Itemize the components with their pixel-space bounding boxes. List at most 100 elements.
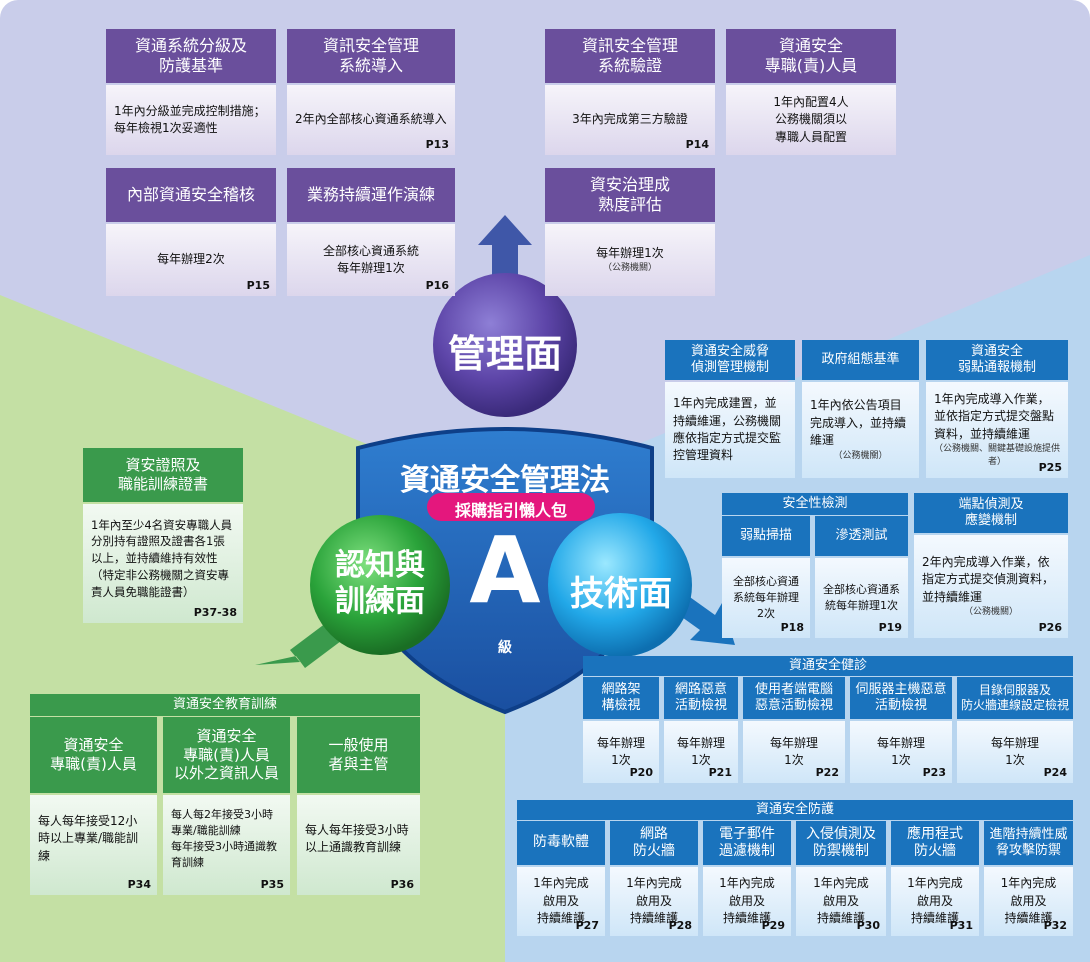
card-title: 資通安全威脅 偵測管理機制 xyxy=(665,340,795,380)
health-card-directory-firewall: 目錄伺服器及 防火牆連線設定檢視 每年辦理 1次 P24 xyxy=(957,677,1073,783)
card-title: 應用程式 防火牆 xyxy=(891,821,979,865)
card-body: 每年辦理1次 （公務機關） xyxy=(545,224,715,296)
center-subtitle: 採購指引懶人包 xyxy=(454,501,567,520)
card-body: 每年辦理 1次 xyxy=(957,721,1073,783)
health-card-endpoint: 使用者端電腦 惡意活動檢視 每年辦理 1次 P22 xyxy=(743,677,845,783)
card-body: 全部核心資通系統 每年辦理1次 xyxy=(287,224,455,296)
card-body: 每人每年接受3小時以上通識教育訓練 xyxy=(297,795,420,895)
health-check-header: 資通安全健診 xyxy=(583,656,1073,676)
card-title: 使用者端電腦 惡意活動檢視 xyxy=(743,677,845,719)
card-title: 資通安全 專職(責)人員 以外之資訊人員 xyxy=(163,717,290,793)
card-title: 資安證照及 職能訓練證書 xyxy=(83,448,243,502)
card-title: 滲透測試 xyxy=(815,516,908,556)
subtitle-pill xyxy=(427,493,595,521)
card-title: 弱點掃描 xyxy=(722,516,810,556)
card-title: 目錄伺服器及 防火牆連線設定檢視 xyxy=(957,677,1073,719)
card-body: 1年內完成 啟用及 持續維護 xyxy=(610,867,698,936)
card-title: 資通系統分級及 防護基準 xyxy=(106,29,276,83)
card-body: 1年內依公告項目完成導入，並持續維運 （公務機關） xyxy=(802,382,919,478)
card-body: 2年內全部核心資通系統導入 xyxy=(287,85,455,155)
card-body: 1年內完成 啟用及 持續維護 xyxy=(984,867,1073,936)
training-card-dedicated: 資通安全 專職(責)人員 每人每年接受12小時以上專業/職能訓練 P34 xyxy=(30,717,157,895)
awareness-orb xyxy=(310,515,450,655)
technical-orb xyxy=(548,513,692,657)
card-title: 資訊安全管理 系統導入 xyxy=(287,29,455,83)
card-body: 1年內完成導入作業，並依指定方式提交盤點資料，並持續維運 （公務機關、關鍵基礎設… xyxy=(926,382,1068,478)
card-body: 每人每2年接受3小時專業/職能訓練 每年接受3小時通識教育訓練 xyxy=(163,795,290,895)
page-ref: P16 xyxy=(425,279,449,292)
card-title: 網路惡意 活動檢視 xyxy=(664,677,738,719)
mgmt-card-isms-cert: 資訊安全管理 系統驗證 3年內完成第三方驗證 P14 xyxy=(545,29,715,155)
page-ref: P13 xyxy=(425,138,449,151)
page-ref: P35 xyxy=(260,878,284,891)
page-ref: P24 xyxy=(1043,766,1067,779)
card-body: 1年內至少4名資安專職人員分別持有證照及證書各1張以上，並持續維持有效性（特定非… xyxy=(83,504,243,623)
page-ref: P14 xyxy=(685,138,709,151)
page-ref: P22 xyxy=(815,766,839,779)
page-ref: P28 xyxy=(668,919,692,932)
card-body: 每人每年接受12小時以上專業/職能訓練 xyxy=(30,795,157,895)
mgmt-card-isms-import: 資訊安全管理 系統導入 2年內全部核心資通系統導入 P13 xyxy=(287,29,455,155)
page-ref: P29 xyxy=(761,919,785,932)
management-orb xyxy=(433,273,577,417)
awareness-card-certification: 資安證照及 職能訓練證書 1年內至少4名資安專職人員分別持有證照及證書各1張以上… xyxy=(83,448,243,623)
grade-letter: A xyxy=(469,517,541,624)
card-body-text: 1年內完成導入作業，並依指定方式提交盤點資料，並持續維運 xyxy=(934,391,1055,441)
tech-card-threat-detection: 資通安全威脅 偵測管理機制 1年內完成建置，並持續維運，公務機關應依指定方式提交… xyxy=(665,340,795,478)
page-ref: P20 xyxy=(629,766,653,779)
tech-card-vuln-scan: 弱點掃描 全部核心資通系統每年辦理2次 P18 xyxy=(722,516,810,638)
card-title: 一般使用 者與主管 xyxy=(297,717,420,793)
protect-card-ids-ips: 入侵偵測及 防禦機制 1年內完成 啟用及 持續維護 P30 xyxy=(796,821,886,936)
card-body: 每年辦理2次 xyxy=(106,224,276,296)
awareness-label: 認知與 訓練面 xyxy=(335,548,425,619)
arrow-up-icon xyxy=(478,215,532,290)
protect-card-firewall: 網路 防火牆 1年內完成 啟用及 持續維護 P28 xyxy=(610,821,698,936)
card-note: （公務機關） xyxy=(963,607,1018,618)
card-body-text: 1年內依公告項目完成導入，並持續維運 xyxy=(810,398,907,448)
card-title: 進階持續性威 脅攻擊防禦 xyxy=(984,821,1073,865)
page-ref: P31 xyxy=(949,919,973,932)
card-title: 資安治理成 熟度評估 xyxy=(545,168,715,222)
page-ref: P19 xyxy=(878,621,902,634)
health-card-server: 伺服器主機惡意 活動檢視 每年辦理 1次 P23 xyxy=(850,677,952,783)
card-note: （公務機關、關鍵基礎設施提供者） xyxy=(934,444,1061,468)
card-body: 1年內分級並完成控制措施；每年檢視1次妥適性 xyxy=(106,85,276,155)
card-title: 端點偵測及 應變機制 xyxy=(914,493,1068,533)
tech-card-gcb: 政府組態基準 1年內依公告項目完成導入，並持續維運 （公務機關） xyxy=(802,340,919,478)
card-title: 網路架 構檢視 xyxy=(583,677,659,719)
training-card-it-staff: 資通安全 專職(責)人員 以外之資訊人員 每人每2年接受3小時專業/職能訓練 每… xyxy=(163,717,290,895)
card-title: 入侵偵測及 防禦機制 xyxy=(796,821,886,865)
card-body: 1年內完成 啟用及 持續維護 xyxy=(703,867,791,936)
health-card-network: 網路架 構檢視 每年辦理 1次 P20 xyxy=(583,677,659,783)
page-ref: P25 xyxy=(1038,461,1062,474)
card-body: 全部核心資通系統每年辦理2次 xyxy=(722,558,810,638)
card-body-text: 每年辦理1次 xyxy=(596,245,664,260)
card-body: 2年內完成導入作業，依指定方式提交偵測資料，並持續維運 （公務機關） xyxy=(914,535,1068,638)
training-card-general-users: 一般使用 者與主管 每人每年接受3小時以上通識教育訓練 P36 xyxy=(297,717,420,895)
page-ref: P15 xyxy=(246,279,270,292)
mgmt-card-personnel: 資通安全 專職(責)人員 1年內配置4人 公務機關須以 專職人員配置 xyxy=(726,29,896,155)
management-label: 管理面 xyxy=(447,332,562,376)
mgmt-card-maturity: 資安治理成 熟度評估 每年辦理1次 （公務機關） xyxy=(545,168,715,296)
page-ref: P27 xyxy=(575,919,599,932)
card-title: 電子郵件 過濾機制 xyxy=(703,821,791,865)
card-body: 1年內完成 啟用及 持續維護 xyxy=(796,867,886,936)
page-ref: P30 xyxy=(856,919,880,932)
card-body: 1年內完成建置，並持續維運，公務機關應依指定方式提交監控管理資料 xyxy=(665,382,795,478)
card-title: 資通安全 弱點通報機制 xyxy=(926,340,1068,380)
page-ref: P21 xyxy=(708,766,732,779)
card-title: 資通安全 專職(責)人員 xyxy=(726,29,896,83)
card-body-text: 2年內完成導入作業，依指定方式提交偵測資料，並持續維運 xyxy=(922,554,1055,604)
protect-card-email-filter: 電子郵件 過濾機制 1年內完成 啟用及 持續維護 P29 xyxy=(703,821,791,936)
health-card-malicious-net: 網路惡意 活動檢視 每年辦理 1次 P21 xyxy=(664,677,738,783)
page-ref: P23 xyxy=(922,766,946,779)
tech-card-edr: 端點偵測及 應變機制 2年內完成導入作業，依指定方式提交偵測資料，並持續維運 （… xyxy=(914,493,1068,638)
protect-card-antivirus: 防毒軟體 1年內完成 啟用及 持續維護 P27 xyxy=(517,821,605,936)
protection-header: 資通安全防護 xyxy=(517,800,1073,820)
card-title: 資通安全 專職(責)人員 xyxy=(30,717,157,793)
mgmt-card-bcp-drill: 業務持續運作演練 全部核心資通系統 每年辦理1次 P16 xyxy=(287,168,455,296)
card-title: 政府組態基準 xyxy=(802,340,919,380)
mgmt-card-classification: 資通系統分級及 防護基準 1年內分級並完成控制措施；每年檢視1次妥適性 xyxy=(106,29,276,155)
training-header: 資通安全教育訓練 xyxy=(30,694,420,716)
center-title: 資通安全管理法 xyxy=(400,463,610,498)
